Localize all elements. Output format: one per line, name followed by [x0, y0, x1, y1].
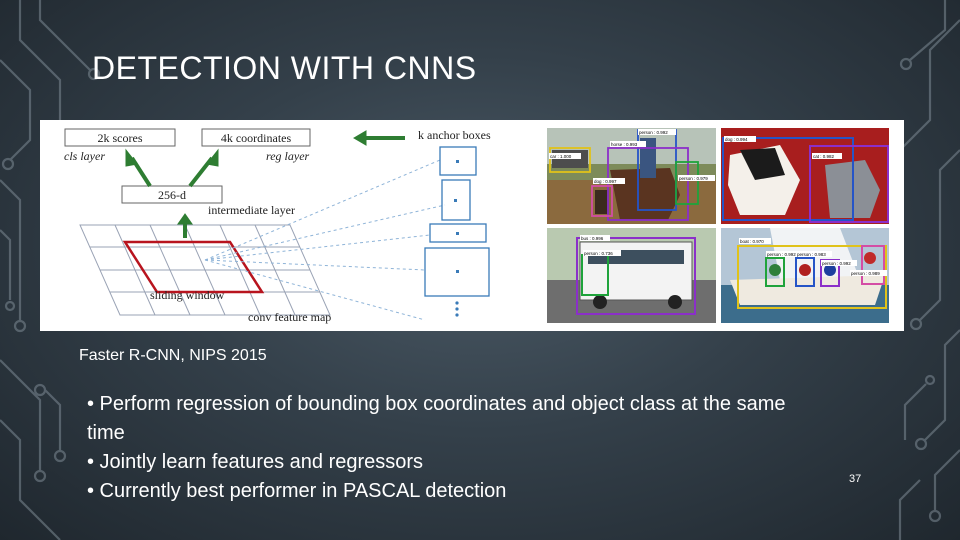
faster-rcnn-figure: 256-d intermediate layer 2k scores 4k co…: [40, 120, 904, 331]
anchor-centers: [454, 160, 459, 317]
slide-number: 37: [849, 473, 861, 485]
det-label-5: dog : 0.997: [594, 179, 617, 184]
conv-feature-map-label: conv feature map: [248, 310, 331, 324]
det-label-3: car : 1.000: [550, 154, 572, 159]
det-label-14: person : 0.989: [851, 271, 880, 276]
det-label-12: person : 0.983: [797, 252, 826, 257]
bullet-item: • Perform regression of bounding box coo…: [87, 390, 827, 448]
det-label-11: person : 0.992: [767, 252, 796, 257]
det-label-6: dog : 0.994: [725, 137, 748, 142]
feature-label: 256-d: [158, 188, 186, 202]
bullet-list: • Perform regression of bounding box coo…: [87, 390, 827, 506]
det-label-10: boat : 0.970: [740, 239, 764, 244]
anchor-projection-lines: [205, 160, 445, 320]
green-arrows: [126, 131, 405, 238]
anchor-boxes: [425, 147, 489, 296]
coords-label: 4k coordinates: [221, 131, 292, 145]
reg-layer-label: reg layer: [266, 149, 310, 163]
bullet-item: • Currently best performer in PASCAL det…: [87, 477, 827, 506]
detection-photo-boat: boat : 0.970 person : 0.992 person : 0.9…: [721, 228, 889, 323]
sliding-window-box: [125, 242, 262, 292]
slide-title: DETECTION WITH CNNS: [92, 50, 477, 87]
sliding-window-label: sliding window: [150, 288, 225, 302]
figure-svg: 256-d intermediate layer 2k scores 4k co…: [40, 120, 904, 331]
cls-layer-label: cls layer: [64, 149, 105, 163]
scores-label: 2k scores: [98, 131, 143, 145]
detection-photo-dog-cat: dog : 0.994 cat : 0.982: [721, 128, 889, 224]
intermediate-layer-label: intermediate layer: [208, 203, 295, 217]
bullet-item: • Jointly learn features and regressors: [87, 448, 827, 477]
det-label-2: horse : 0.993: [611, 142, 638, 147]
det-label-4: person : 0.979: [679, 176, 708, 181]
detection-photo-horse: person : 0.992 horse : 0.993 car : 1.000…: [547, 128, 716, 224]
det-label-1: person : 0.992: [639, 130, 668, 135]
det-label-13: person : 0.992: [822, 261, 851, 266]
det-label-9: person : 0.736: [584, 251, 613, 256]
figure-caption: Faster R-CNN, NIPS 2015: [79, 347, 267, 365]
det-label-7: cat : 0.982: [813, 154, 835, 159]
detection-photo-bus: bus : 0.996 person : 0.736: [547, 228, 716, 323]
anchor-boxes-label: k anchor boxes: [418, 128, 491, 142]
det-label-8: bus : 0.996: [581, 236, 604, 241]
